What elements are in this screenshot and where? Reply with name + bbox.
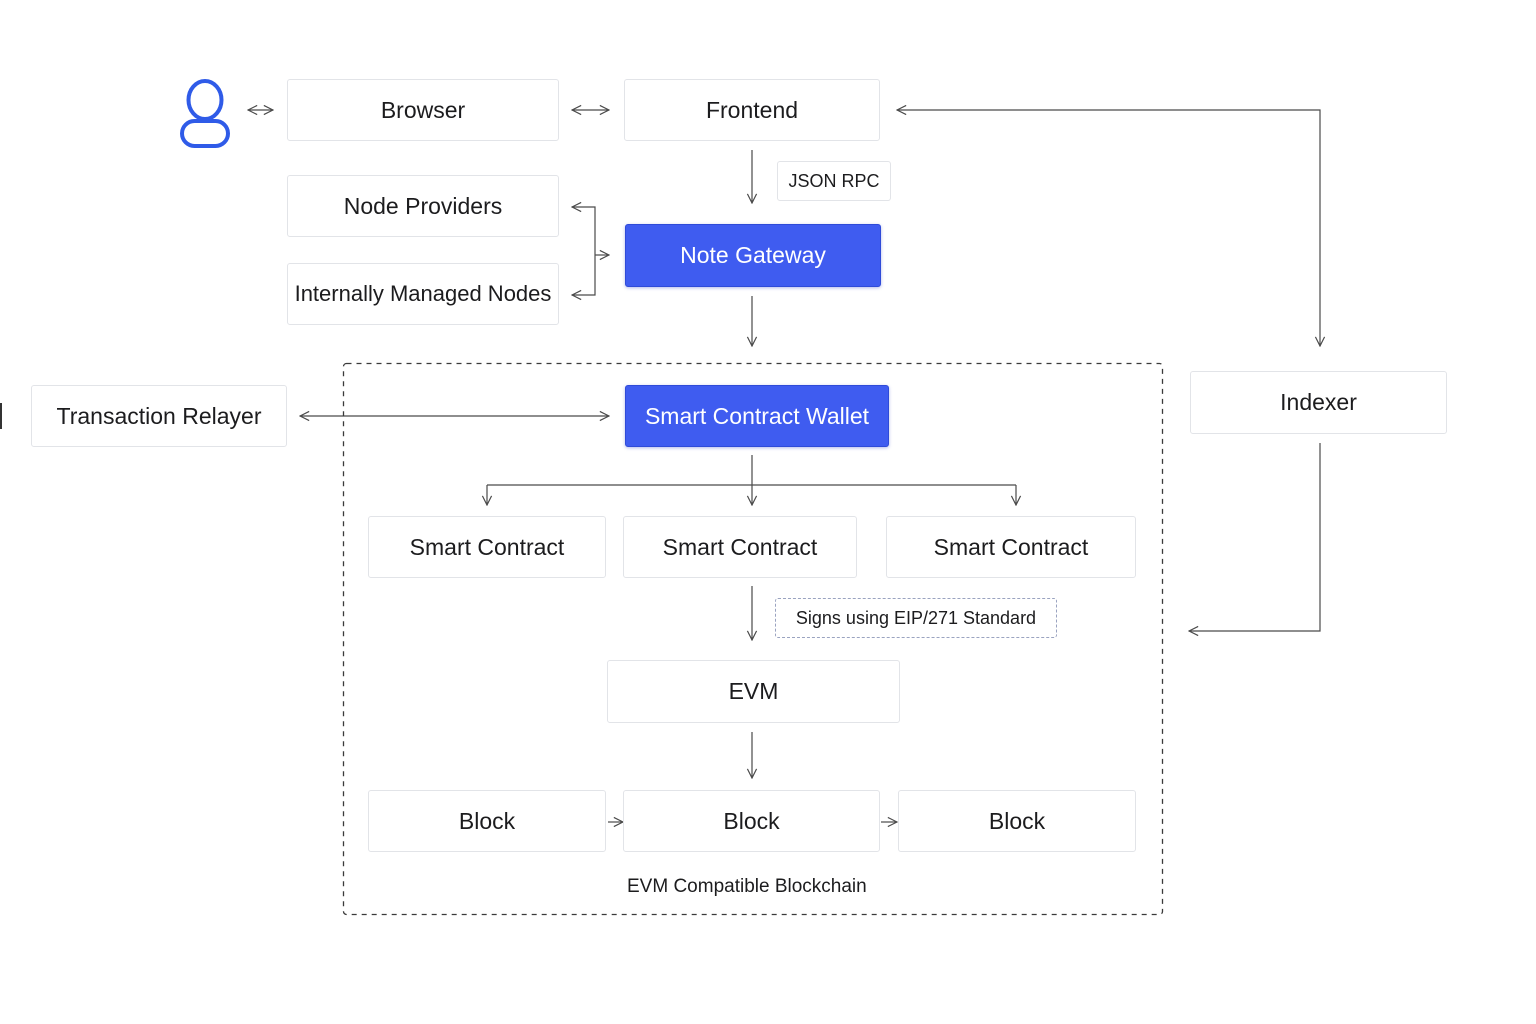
block-node[interactable]: Block: [623, 790, 880, 852]
block-node[interactable]: Block: [368, 790, 606, 852]
smart-contract-node[interactable]: Smart Contract: [368, 516, 606, 578]
eip-signing-label: Signs using EIP/271 Standard: [775, 598, 1057, 638]
smart-contract-node[interactable]: Smart Contract: [886, 516, 1136, 578]
indexer-frontend-connector: [897, 110, 1320, 346]
smart-contract-node[interactable]: Smart Contract: [623, 516, 857, 578]
block-node[interactable]: Block: [898, 790, 1136, 852]
smart-contract-wallet-node[interactable]: Smart Contract Wallet: [625, 385, 889, 447]
transaction-relayer-node[interactable]: Transaction Relayer: [31, 385, 287, 447]
note-gateway-node[interactable]: Note Gateway: [625, 224, 881, 287]
blockchain-boundary: [342, 362, 1164, 916]
node-providers-node[interactable]: Node Providers: [287, 175, 559, 237]
browser-node[interactable]: Browser: [287, 79, 559, 141]
evm-node[interactable]: EVM: [607, 660, 900, 723]
blockchain-caption: EVM Compatible Blockchain: [627, 876, 867, 897]
indexer-blockchain-arrow: [1189, 443, 1321, 631]
node-providers-bracket: [572, 207, 596, 295]
json-rpc-label: JSON RPC: [777, 161, 891, 201]
user-icon: [180, 79, 230, 148]
offscreen-edge-mark: [0, 403, 2, 429]
internal-nodes-node[interactable]: Internally Managed Nodes: [287, 263, 559, 325]
frontend-node[interactable]: Frontend: [624, 79, 880, 141]
indexer-node[interactable]: Indexer: [1190, 371, 1447, 434]
